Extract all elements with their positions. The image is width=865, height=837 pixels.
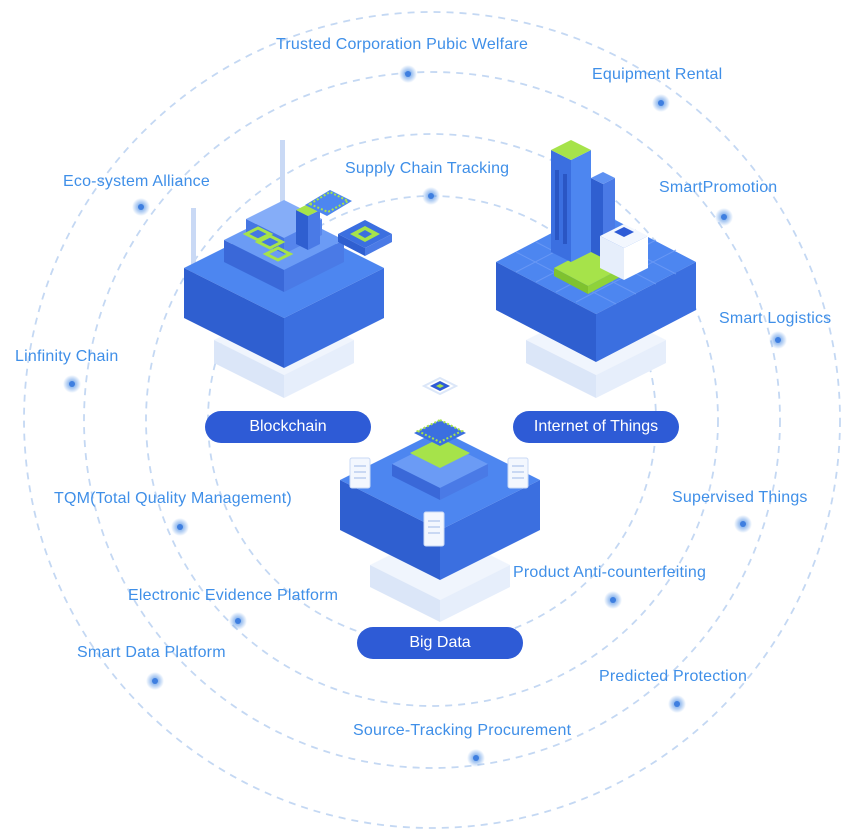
pill-big-data: Big Data [357, 627, 523, 659]
orbit-rings [23, 11, 841, 829]
label-eco-system-alliance: Eco-system Alliance [63, 173, 210, 190]
ring-2 [83, 71, 781, 769]
label-smart-promotion: SmartPromotion [659, 179, 778, 196]
big-data-server-icon [340, 376, 540, 622]
dot-sourcing [467, 749, 485, 767]
label-tqm: TQM(Total Quality Management) [54, 490, 292, 507]
dot-eco [132, 198, 150, 216]
dot-supply [422, 187, 440, 205]
dot-datapl [146, 672, 164, 690]
label-product-anti-counterfeiting: Product Anti-counterfeiting [513, 564, 707, 581]
dot-tqm [171, 518, 189, 536]
orbit-dots [63, 65, 787, 767]
ring-outer [23, 11, 841, 829]
ring-3 [145, 133, 719, 707]
label-smart-logistics: Smart Logistics [719, 310, 832, 327]
label-electronic-evidence-platform: Electronic Evidence Platform [128, 587, 339, 604]
label-source-tracking-procurement: Source-Tracking Procurement [353, 722, 572, 739]
dot-anticounterfeit [604, 591, 622, 609]
label-equipment-rental: Equipment Rental [592, 66, 723, 83]
pill-blockchain: Blockchain [205, 411, 371, 443]
dot-trusted [399, 65, 417, 83]
dot-linfinity [63, 375, 81, 393]
blockchain-icon [184, 140, 392, 398]
dot-supervised [734, 515, 752, 533]
label-linfinity-chain: Linfinity Chain [15, 348, 119, 365]
label-smart-data-platform: Smart Data Platform [77, 644, 226, 661]
label-predicted-protection: Predicted Protection [599, 668, 748, 685]
dot-logistics [769, 331, 787, 349]
label-supervised-things: Supervised Things [672, 489, 808, 506]
dot-equipment [652, 94, 670, 112]
iot-building-icon [496, 140, 696, 398]
label-trusted-corporation: Trusted Corporation Pubic Welfare [276, 36, 529, 53]
pill-internet-of-things: Internet of Things [513, 411, 679, 443]
dot-predicted [668, 695, 686, 713]
label-supply-chain-tracking: Supply Chain Tracking [345, 160, 510, 177]
dot-evidence [229, 612, 247, 630]
dot-smartpromotion [715, 208, 733, 226]
